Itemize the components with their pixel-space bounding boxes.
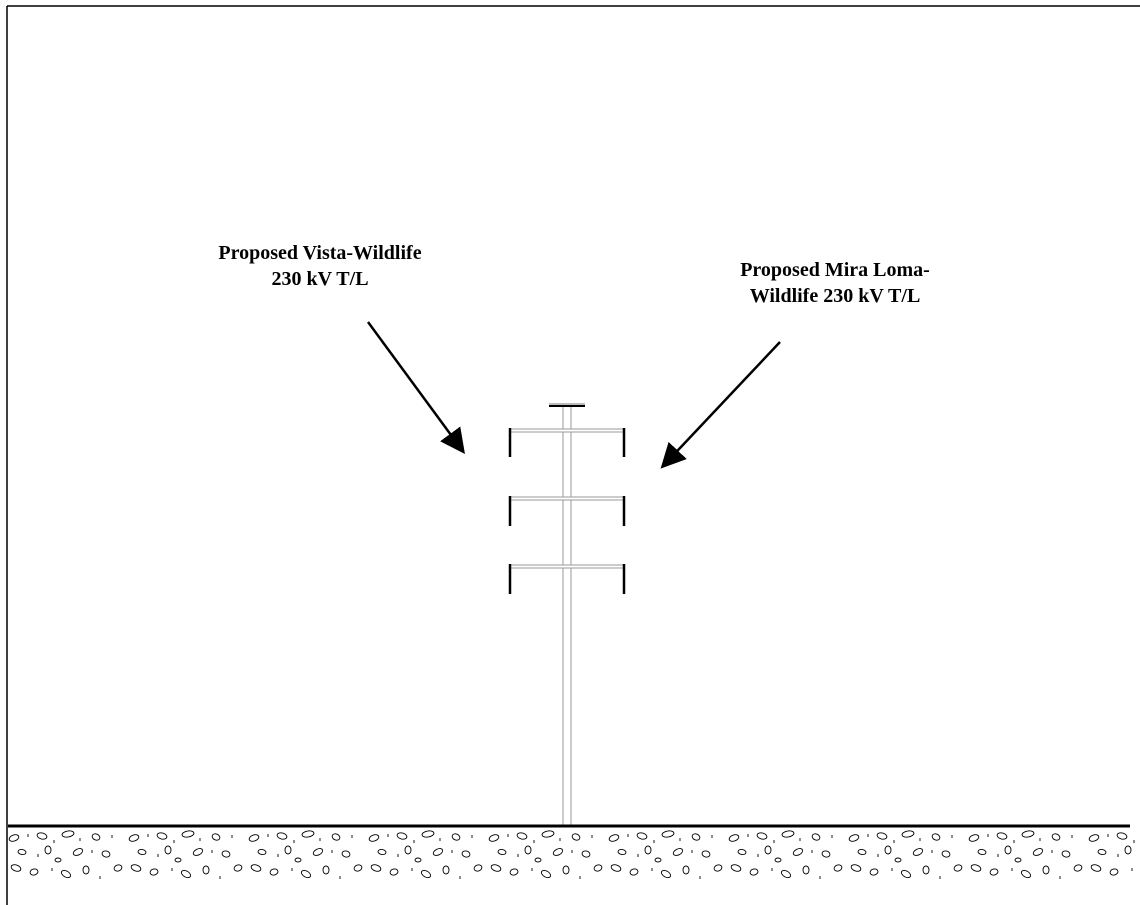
frame [6,5,1140,905]
crossarm-bottom [508,564,626,594]
label-vista-wildlife: Proposed Vista-Wildlife 230 kV T/L [140,240,500,292]
label-vista-wildlife-line2: 230 kV T/L [271,268,369,290]
arrow-right [660,341,781,469]
pole-shaft [562,405,572,827]
label-mira-loma-wildlife: Proposed Mira Loma- Wildlife 230 kV T/L [655,257,1015,309]
label-vista-wildlife-line1: Proposed Vista-Wildlife [218,242,422,264]
crossarm-middle [508,496,626,526]
label-mira-loma-wildlife-line1: Proposed Mira Loma- [740,259,930,281]
utility-pole [549,403,585,827]
crossarm-top [508,428,626,457]
label-mira-loma-wildlife-line2: Wildlife 230 kV T/L [749,285,921,307]
gravel-ground-pattern [8,830,1135,879]
arrow-left [366,321,465,455]
